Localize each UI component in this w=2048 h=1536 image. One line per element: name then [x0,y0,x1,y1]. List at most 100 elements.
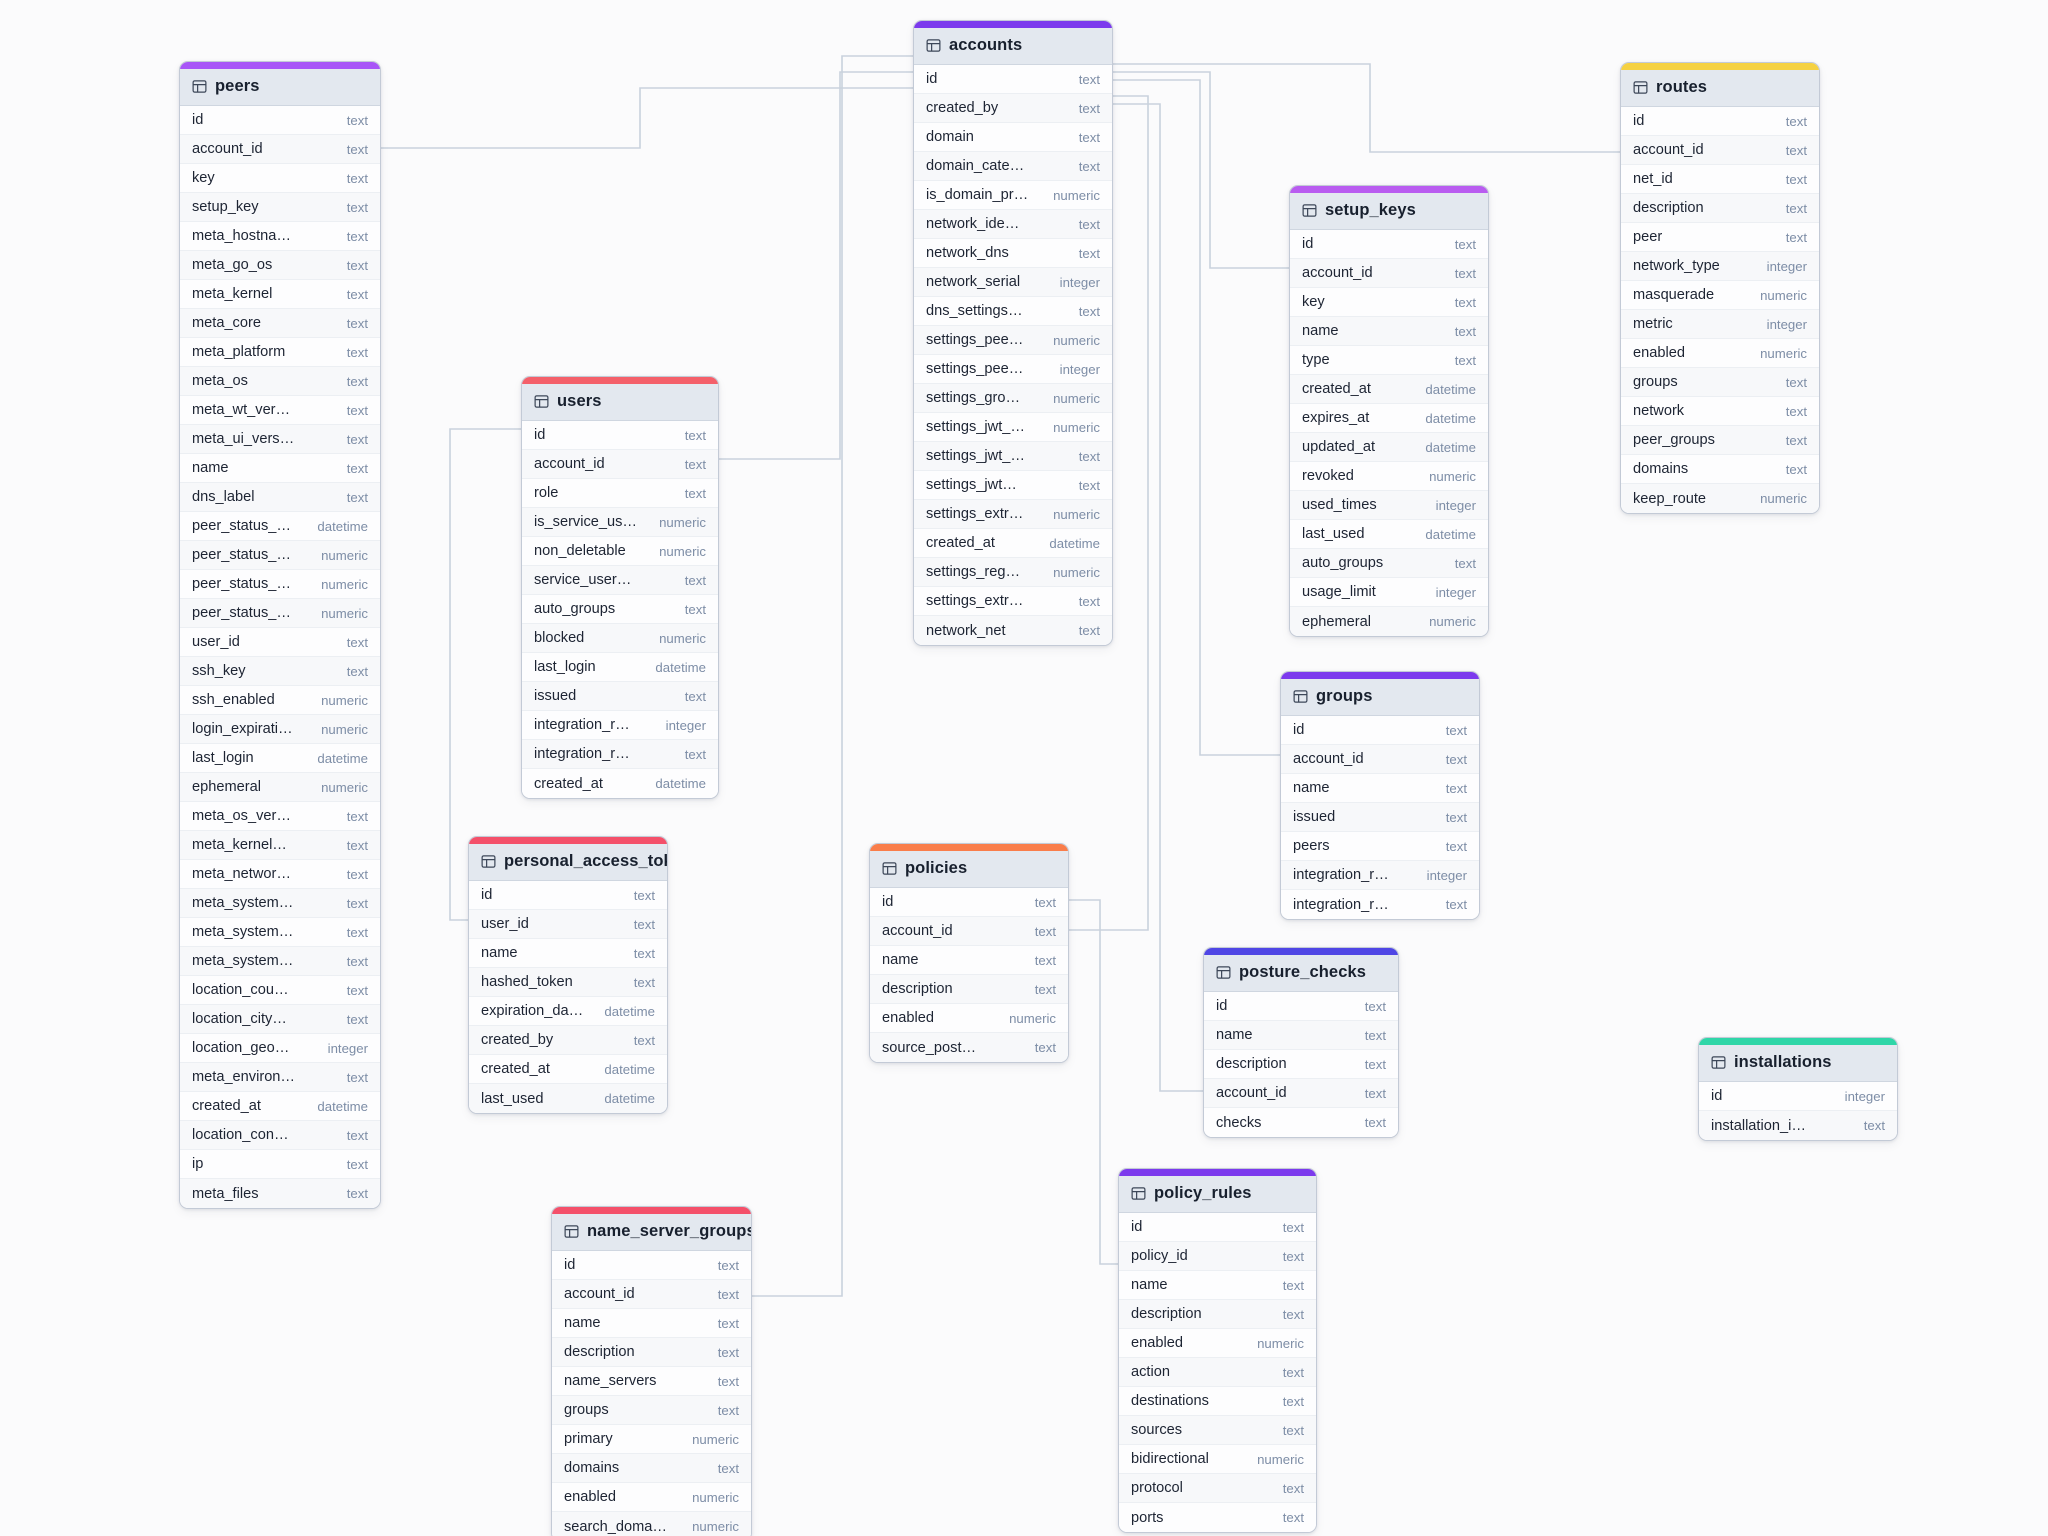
table-row[interactable]: meta_os_ver…text [180,802,380,831]
table-row[interactable]: settings_pee…numeric [914,326,1112,355]
table-header-posture_checks[interactable]: posture_checks [1204,955,1398,992]
table-node-personal_access_tokens[interactable]: personal_access_tokensidtextuser_idtextn… [468,836,668,1114]
table-row[interactable]: settings_extr…numeric [914,500,1112,529]
table-row[interactable]: source_post…text [870,1033,1068,1062]
table-row[interactable]: network_ide…text [914,210,1112,239]
table-row[interactable]: settings_jwt_…numeric [914,413,1112,442]
table-row[interactable]: settings_jwt_…text [914,442,1112,471]
table-header-setup_keys[interactable]: setup_keys [1290,193,1488,230]
table-row[interactable]: integration_r…text [1281,890,1479,919]
table-row[interactable]: meta_ui_vers…text [180,425,380,454]
table-row[interactable]: meta_system…text [180,947,380,976]
table-row[interactable]: dns_settings…text [914,297,1112,326]
table-header-accounts[interactable]: accounts [914,28,1112,65]
table-header-policies[interactable]: policies [870,851,1068,888]
table-row[interactable]: peer_status_…numeric [180,570,380,599]
table-header-users[interactable]: users [522,384,718,421]
table-row[interactable]: location_con…text [180,1121,380,1150]
table-header-policy_rules[interactable]: policy_rules [1119,1176,1316,1213]
table-row[interactable]: settings_pee…integer [914,355,1112,384]
table-row[interactable]: installation_i…text [1699,1111,1897,1140]
table-row[interactable]: meta_networ…text [180,860,380,889]
table-row[interactable]: expiration_da…datetime [469,997,667,1026]
table-row[interactable]: integration_r…text [522,740,718,769]
table-row[interactable]: meta_environ…text [180,1063,380,1092]
table-row[interactable]: meta_kernel…text [180,831,380,860]
